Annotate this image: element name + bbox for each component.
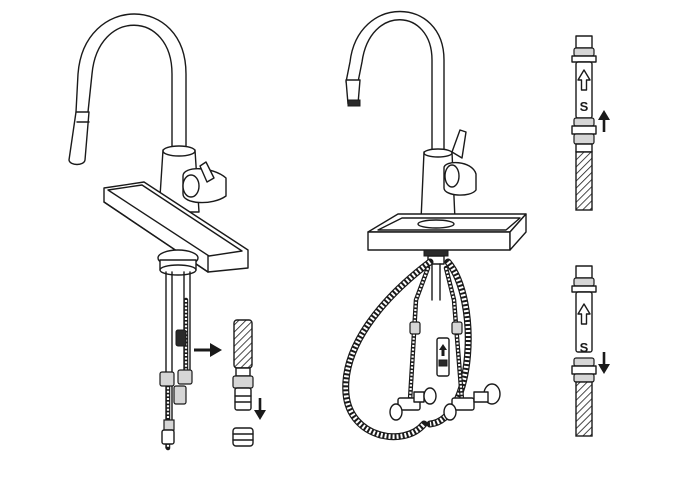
shutoff-valve-right — [443, 383, 501, 421]
arrow-down-icon — [254, 410, 266, 420]
connector-label-top: S — [580, 99, 589, 114]
connector-detached-left — [232, 319, 266, 447]
arrow-up-icon — [439, 344, 447, 356]
connector-detail-top: S — [571, 35, 610, 211]
braided-hose — [342, 258, 472, 441]
arrow-up-icon — [577, 69, 591, 91]
faucet-middle — [345, 11, 477, 221]
supply-lines-left — [157, 249, 199, 451]
faucet-left — [68, 13, 227, 213]
arrow-up-icon — [577, 303, 591, 325]
arrow-up-icon — [598, 110, 610, 120]
arrow-down-icon — [598, 364, 610, 374]
supply-lines-middle — [407, 265, 465, 403]
connector-detail-bottom: S — [571, 265, 610, 437]
spray-head — [68, 111, 90, 166]
connector-label-bottom: S — [580, 340, 589, 355]
arrow-right-icon — [194, 343, 222, 357]
deck-plate-middle — [367, 213, 527, 251]
shutoff-valve-left — [389, 387, 437, 421]
